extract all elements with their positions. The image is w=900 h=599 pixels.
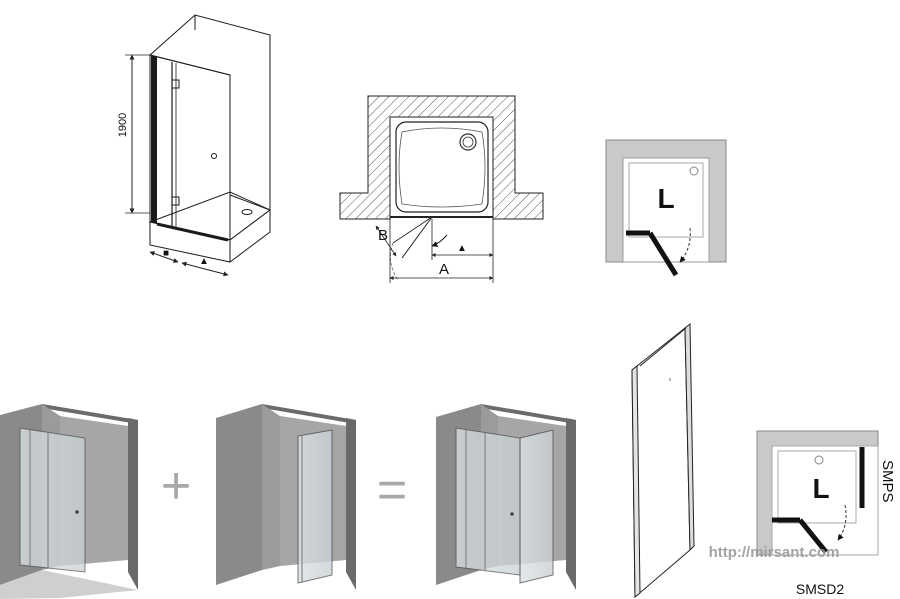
plan-label-a: A [439, 261, 449, 278]
side-panel-schematic: L SMPS SMSD2 http://mirsant.com [709, 430, 896, 597]
right-width-symbol: ▲ [199, 256, 209, 267]
right-width-dimension [181, 261, 229, 277]
plan-dimension-b [375, 225, 397, 257]
door-glass [19, 427, 86, 573]
cabin-back-walls [148, 14, 271, 211]
plan-door-open [401, 216, 433, 259]
niche-with-door-and-panel [436, 404, 576, 590]
plan-view-drawing: A B ▲ [339, 95, 544, 283]
plan-swing-arrow [431, 234, 448, 247]
side-panel-outline [631, 326, 691, 599]
drain-icon [459, 133, 477, 151]
left-width-dimension [149, 251, 179, 263]
door-left-schematic: L [605, 139, 727, 277]
hinge-icon [171, 196, 180, 206]
door-leaf [647, 231, 679, 277]
side-schematic-letter: L [812, 473, 829, 504]
watermark-text: http://mirsant.com [709, 544, 840, 561]
plan-label-b: B [378, 227, 388, 244]
door-knob-icon [211, 153, 217, 159]
height-label: 1900 [117, 113, 129, 137]
cabin-3d-drawing: 1900 ■ ▲ [117, 14, 271, 277]
door2-leaf [798, 518, 828, 554]
side-code-label: SMPS [879, 460, 896, 503]
door-code-label: SMSD2 [796, 581, 844, 597]
door-left-letter: L [657, 183, 674, 214]
hinge-icon [171, 79, 180, 89]
side-panel-glass [297, 429, 333, 584]
niche-with-side-panel [216, 404, 356, 590]
side-panel-drawing [631, 322, 695, 599]
equals-sign: = [377, 461, 407, 519]
cabin-wall-profile [151, 56, 157, 224]
cabin-front-glass [149, 54, 231, 241]
left-width-symbol: ■ [163, 248, 169, 259]
niche-with-door [0, 404, 138, 599]
plan-triangle-symbol: ▲ [457, 243, 467, 254]
niche2-left-wall [216, 404, 262, 585]
plus-sign: + [161, 457, 191, 515]
niche-right-wall [128, 418, 138, 590]
